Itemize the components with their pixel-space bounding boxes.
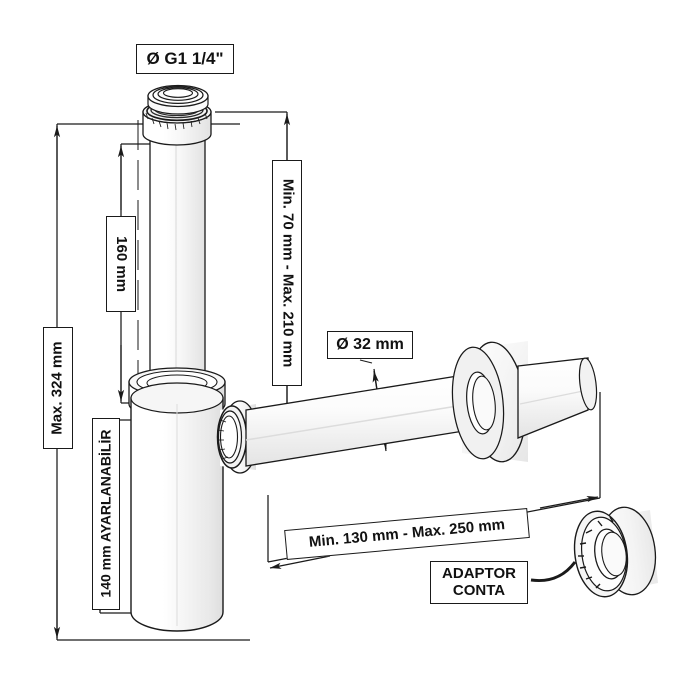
label-top-adjust-text: Min. 70 mm - Max. 210 mm (279, 178, 297, 368)
label-overall-height: Max. 324 mm (43, 327, 73, 449)
arrow-reach-right (539, 496, 599, 509)
adaptor-seal-ring (573, 506, 658, 598)
label-top-adjust: Min. 70 mm - Max. 210 mm (272, 160, 302, 386)
label-adaptor-line1: ADAPTOR (442, 565, 516, 583)
knurl-ticks (145, 112, 208, 131)
horizontal-outlet-pipe (245, 373, 481, 467)
label-thread-top: Ø G1 1/4" (136, 44, 234, 74)
trap-body (130, 382, 224, 632)
wall-rosette (451, 341, 528, 463)
vertical-inlet-tube (149, 127, 206, 393)
leader-adaptor-seal (530, 561, 577, 583)
label-body-adjust: 140 mm AYARLANABİLİR (92, 418, 120, 610)
label-thread-top-text: Ø G1 1/4" (146, 48, 224, 68)
side-knurl-ticks (217, 419, 229, 460)
label-body-adjust-text: 140 mm AYARLANABİLİR (97, 429, 114, 599)
label-pipe-diameter-text: Ø 32 mm (336, 336, 404, 354)
label-tube-length: 160 mm (106, 216, 136, 312)
seal-rim-ticks (578, 516, 614, 589)
label-adaptor-line2: CONTA (452, 581, 506, 599)
arrow-reach-left (269, 555, 331, 569)
leader-dia-tick (359, 359, 373, 364)
label-pipe-diameter: Ø 32 mm (327, 331, 413, 359)
label-adaptor-seal: ADAPTOR CONTA (430, 561, 528, 604)
top-inlet-gasket (147, 84, 209, 115)
wall-pipe-stub (517, 357, 598, 439)
label-overall-height-text: Max. 324 mm (48, 341, 66, 435)
label-tube-length-text: 160 mm (113, 236, 131, 292)
